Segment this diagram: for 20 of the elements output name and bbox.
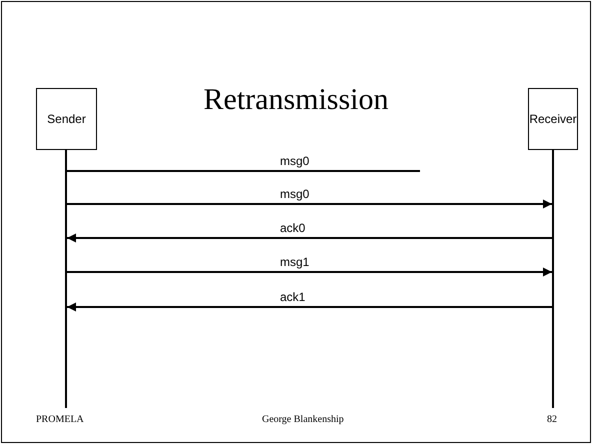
participant-name: Sender bbox=[47, 112, 86, 126]
message-arrow bbox=[67, 200, 552, 208]
message-line bbox=[67, 170, 420, 172]
message-arrow bbox=[67, 302, 552, 312]
lifeline bbox=[65, 150, 67, 408]
message-arrow bbox=[67, 234, 552, 242]
footer-author: George Blankenship bbox=[262, 414, 344, 425]
edge-label: msg1 bbox=[280, 255, 310, 269]
footer-text: PROMELA bbox=[36, 414, 84, 425]
participant-name: Receiver bbox=[529, 112, 577, 126]
message-arrow bbox=[67, 268, 552, 276]
participant-box bbox=[528, 88, 578, 150]
edge-label: msg0 bbox=[280, 154, 310, 168]
page-number: 82 bbox=[547, 414, 557, 425]
edge-label: ack0 bbox=[280, 221, 306, 235]
lifeline bbox=[552, 150, 554, 408]
edge-label: ack1 bbox=[280, 290, 306, 304]
edge-label: msg0 bbox=[280, 187, 310, 201]
participant-box bbox=[36, 88, 97, 150]
slide-title: Retransmission bbox=[202, 83, 390, 117]
